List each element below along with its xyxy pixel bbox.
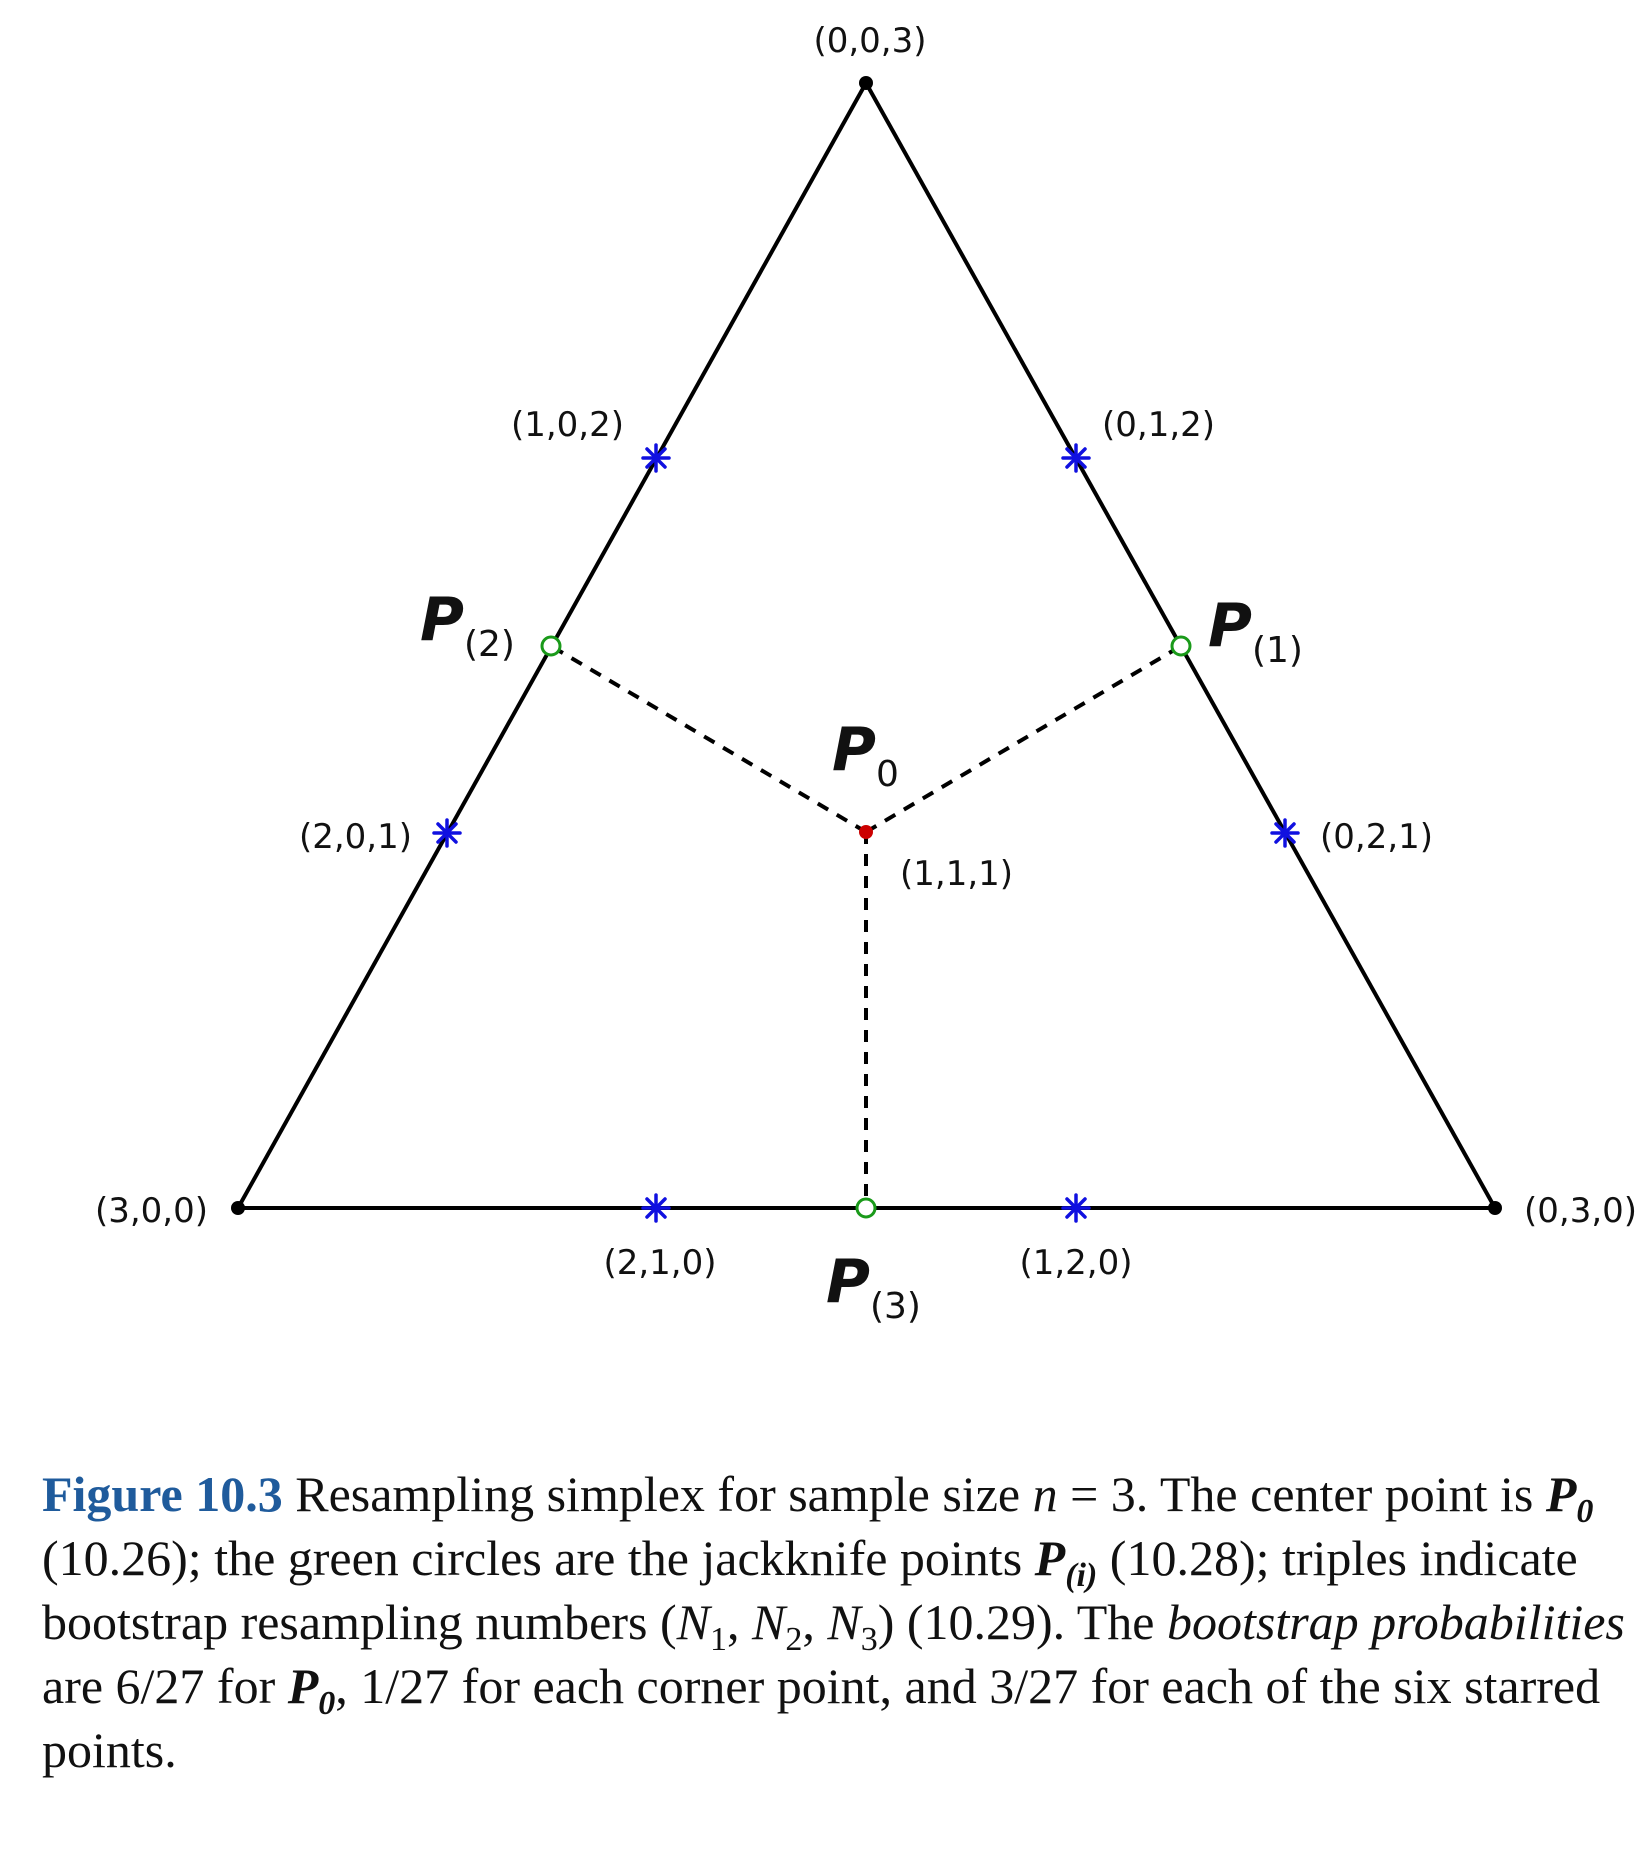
caption-text-6: are 6/27 for bbox=[42, 1658, 288, 1714]
label-p3: P(3) bbox=[826, 1247, 921, 1327]
caption-p0: P0 bbox=[1545, 1466, 1594, 1529]
dashed-line-p0-p1 bbox=[864, 644, 1183, 834]
caption-n1-main: N bbox=[676, 1594, 710, 1650]
label-star-021: (0,2,1) bbox=[1320, 817, 1433, 857]
dashed-line-p0-p2 bbox=[549, 644, 868, 834]
label-star-120: (1,2,0) bbox=[1019, 1243, 1132, 1283]
caption-n3-sub: 3 bbox=[860, 1621, 878, 1658]
star-icon-201 bbox=[432, 818, 462, 848]
caption-text-4: (10.28); triples indicate bootstrap resa… bbox=[42, 1530, 1578, 1650]
caption-text-2: = 3. The center point is bbox=[1057, 1466, 1546, 1522]
star-icon-102 bbox=[641, 443, 671, 473]
corner-point-left bbox=[231, 1201, 245, 1215]
label-corner-right: (0,3,0) bbox=[1524, 1191, 1637, 1231]
star-icon-021 bbox=[1270, 818, 1300, 848]
label-center-111: (1,1,1) bbox=[900, 854, 1013, 894]
caption-n1-sub: 1 bbox=[709, 1621, 727, 1658]
caption-pi-main: P bbox=[1034, 1530, 1066, 1586]
figure-label: Figure 10.3 bbox=[42, 1466, 283, 1522]
corner-point-top bbox=[859, 76, 873, 90]
label-p2-sub: (2) bbox=[464, 624, 515, 665]
label-star-210: (2,1,0) bbox=[603, 1243, 716, 1283]
label-p1: P(1) bbox=[1208, 591, 1303, 671]
caption-n3-main: N bbox=[827, 1594, 861, 1650]
starred-points bbox=[432, 443, 1300, 1223]
caption-pi-sub: (i) bbox=[1065, 1557, 1098, 1594]
center-point-p0 bbox=[859, 825, 873, 839]
star-icon-012 bbox=[1061, 443, 1091, 473]
jackknife-circle-p1 bbox=[1170, 635, 1192, 657]
jackknife-circle-p2 bbox=[540, 635, 562, 657]
caption-p0-sub: 0 bbox=[1576, 1493, 1594, 1530]
caption-n2: N2 bbox=[751, 1594, 802, 1657]
label-star-012: (0,1,2) bbox=[1102, 405, 1215, 445]
jackknife-circle-p3 bbox=[855, 1197, 877, 1219]
corner-point-right bbox=[1488, 1201, 1502, 1215]
label-p1-sub: (1) bbox=[1252, 630, 1303, 671]
caption-pi: P(i) bbox=[1034, 1530, 1098, 1593]
jackknife-circles bbox=[540, 635, 1192, 1219]
caption-p0-second-sub: 0 bbox=[318, 1685, 336, 1722]
star-icon-210 bbox=[641, 1193, 671, 1223]
jackknife-dashed-lines bbox=[549, 644, 1183, 1208]
star-icon-120 bbox=[1061, 1193, 1091, 1223]
caption-text-3: (10.26); the green circles are the jackk… bbox=[42, 1530, 1035, 1586]
caption-p0-second-main: P bbox=[287, 1658, 319, 1714]
caption-n3: N3 bbox=[827, 1594, 877, 1657]
caption-p0-main: P bbox=[1545, 1466, 1577, 1522]
label-p0: P0 bbox=[832, 715, 899, 795]
label-p2: P(2) bbox=[420, 585, 515, 665]
label-star-201: (2,0,1) bbox=[299, 817, 412, 857]
figure-caption: Figure 10.3 Resampling simplex for sampl… bbox=[42, 1462, 1632, 1782]
caption-text-7: , 1/27 for each corner point, and 3/27 f… bbox=[42, 1658, 1601, 1778]
label-star-102: (1,0,2) bbox=[511, 405, 624, 445]
label-corner-top: (0,0,3) bbox=[813, 21, 926, 61]
caption-bootstrap-probabilities: bootstrap probabilities bbox=[1166, 1594, 1625, 1650]
label-p3-sub: (3) bbox=[870, 1286, 921, 1327]
caption-comma-2: , bbox=[802, 1594, 828, 1650]
label-corner-left: (3,0,0) bbox=[95, 1191, 208, 1231]
caption-n2-main: N bbox=[751, 1594, 786, 1650]
caption-text-1: Resampling simplex for sample size bbox=[282, 1466, 1033, 1522]
caption-comma-1: , bbox=[726, 1594, 752, 1650]
label-p1-main: P bbox=[1208, 591, 1252, 661]
caption-text-5: ) (10.29). The bbox=[877, 1594, 1167, 1650]
label-p0-sub: 0 bbox=[876, 754, 899, 795]
caption-n2-sub: 2 bbox=[785, 1621, 803, 1658]
label-p2-main: P bbox=[420, 585, 464, 655]
label-p3-main: P bbox=[826, 1247, 870, 1317]
resampling-simplex-diagram: (0,0,3) (3,0,0) (0,3,0) (1,0,2) (0,1,2) … bbox=[95, 21, 1637, 1327]
caption-n-var: n bbox=[1032, 1466, 1058, 1522]
caption-p0-second: P0 bbox=[287, 1658, 336, 1721]
caption-n1: N1 bbox=[676, 1594, 727, 1657]
label-p0-main: P bbox=[832, 715, 876, 785]
